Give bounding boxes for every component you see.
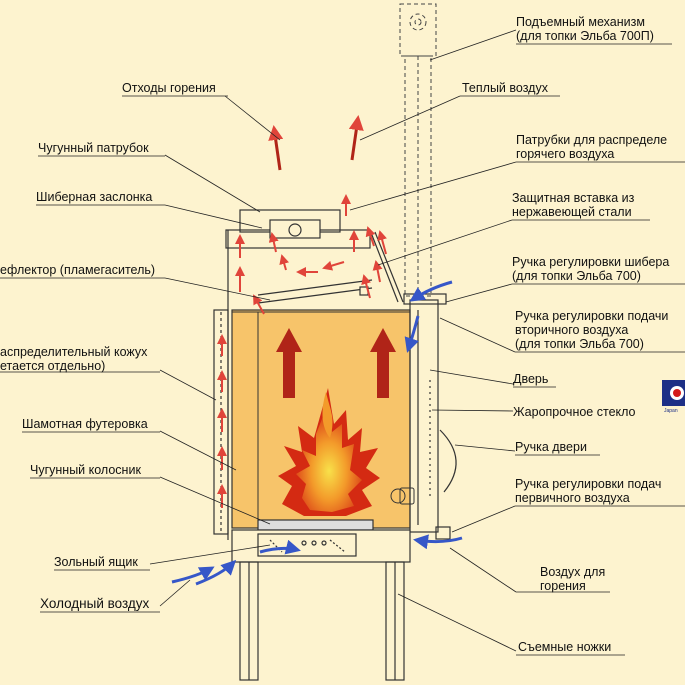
inner-hot-arrows: [276, 328, 396, 398]
label-cast-iron-pipe: Чугунный патрубок: [38, 141, 149, 155]
label-combustion-waste: Отходы горения: [122, 81, 216, 95]
label-deflector: ефлектор (пламегаситель): [0, 263, 155, 277]
removable-legs: [239, 561, 405, 681]
label-warm-air: Теплый воздух: [462, 81, 549, 95]
label-glass: Жаропрочное стекло: [513, 405, 636, 419]
cold-air-arrows: [171, 280, 463, 586]
label-damper: Шиберная заслонка: [36, 190, 152, 204]
logo-caption: Japan: [664, 408, 678, 414]
brand-logo: Japan: [662, 380, 685, 414]
leader-lines: [149, 29, 517, 652]
casing-warm-arrows: [217, 194, 387, 508]
top-body: [225, 209, 404, 540]
label-damper-handle: Ручка регулировки шибера(для топки Эльба…: [512, 255, 669, 283]
label-legs: Съемные ножки: [518, 640, 611, 654]
label-cold-air: Холодный воздух: [40, 596, 150, 611]
label-door: Дверь: [513, 372, 548, 386]
label-door-handle: Ручка двери: [515, 440, 587, 454]
exhaust-arrows: [268, 115, 364, 171]
lift-mechanism: [399, 3, 437, 297]
label-grate: Чугунный колосник: [30, 463, 141, 477]
label-chamotte: Шамотная футеровка: [22, 417, 148, 431]
flame: [278, 388, 380, 516]
label-lift-mechanism: Подъемный механизм(для топки Эльба 700П): [516, 15, 654, 43]
door: [403, 293, 457, 540]
label-ash-box: Зольный ящик: [54, 555, 138, 569]
